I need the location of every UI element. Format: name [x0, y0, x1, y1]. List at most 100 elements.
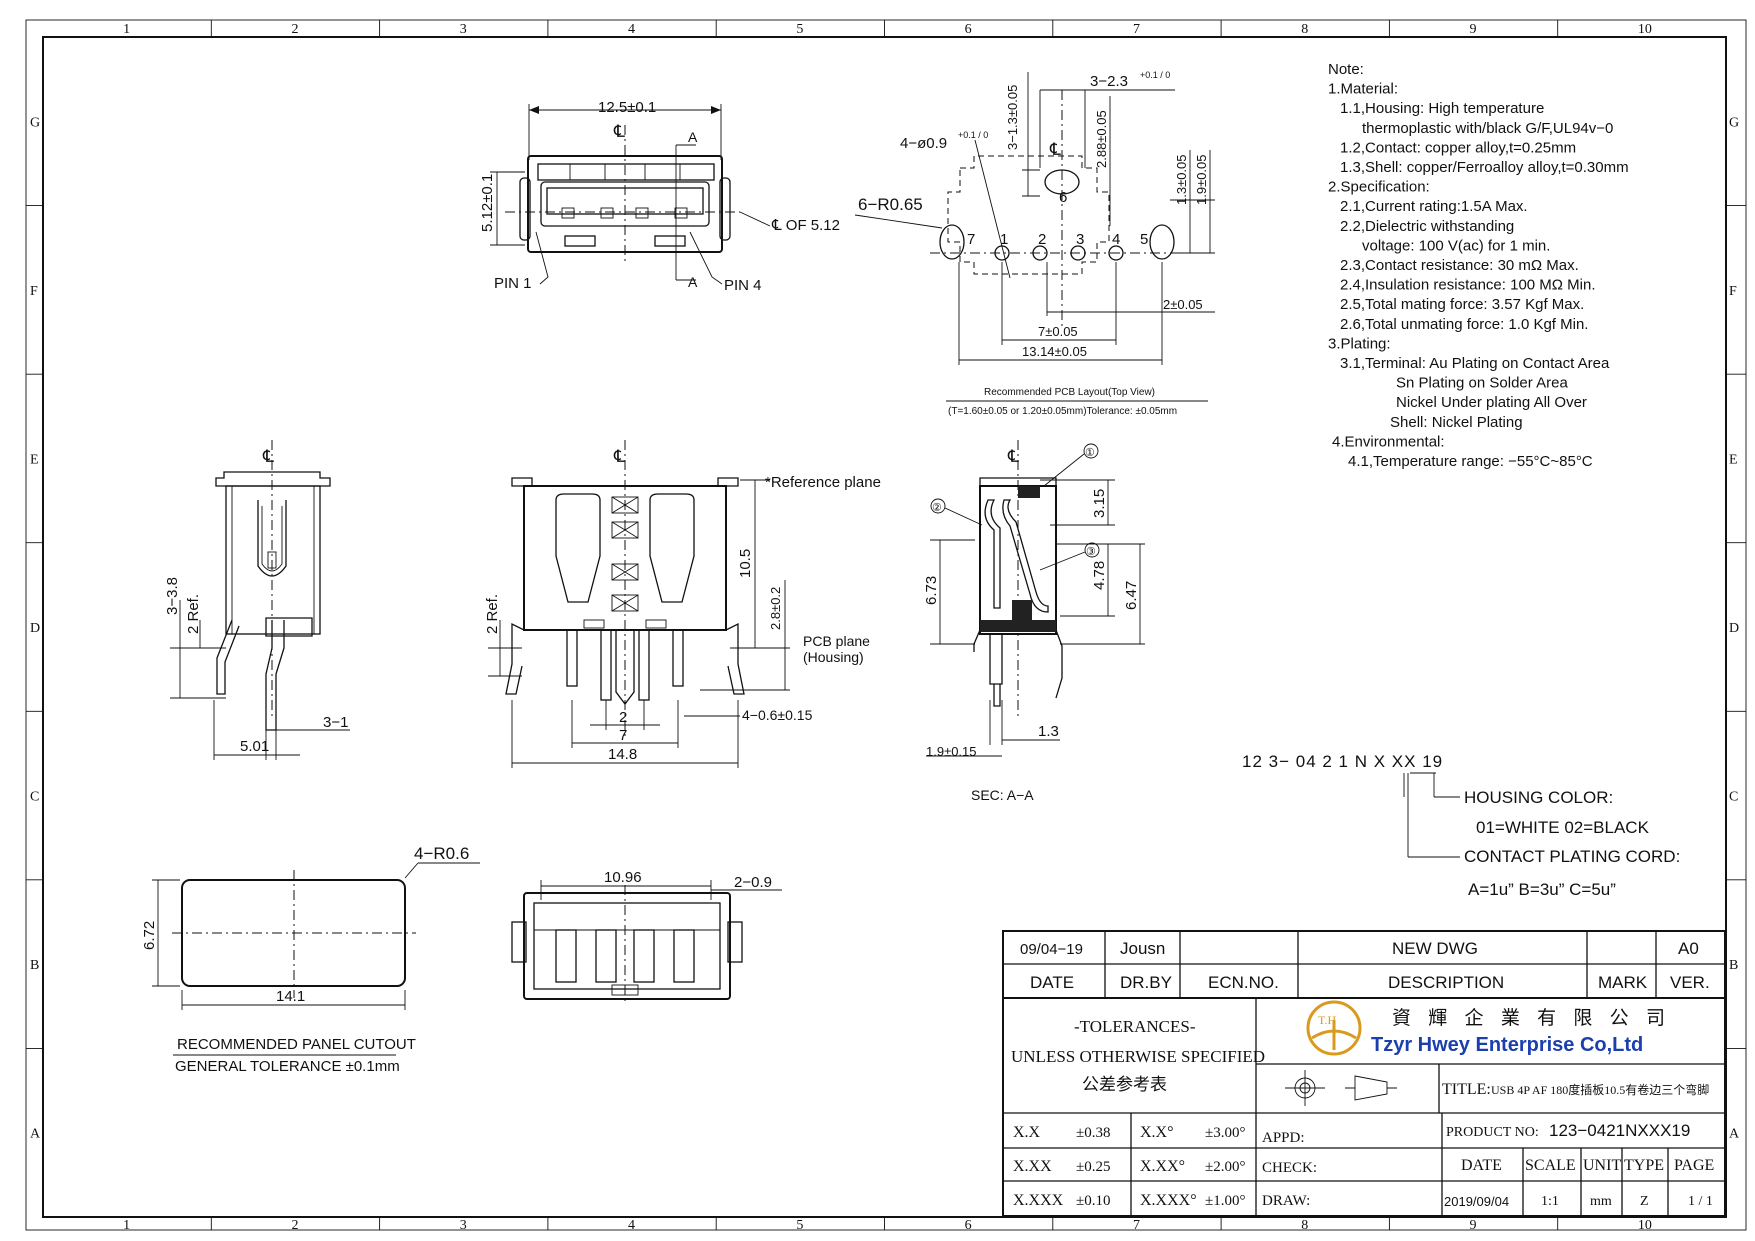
pcb-plane-label: PCB plane: [803, 633, 870, 649]
housing-color-label: HOUSING COLOR:: [1464, 788, 1613, 807]
zone-col-label: 10: [1638, 1218, 1652, 1233]
projection-symbol: [1285, 1070, 1397, 1106]
zone-row-label: B: [1729, 958, 1738, 973]
section-mark-bottom: A: [688, 274, 698, 290]
tolerances-sub: UNLESS OTHERWISE SPECIFIED: [1011, 1047, 1265, 1066]
panel-cutout: 4−R0.6 6.72 14.1 RECOMMENDED PANEL CUTOU…: [141, 844, 480, 1075]
note-line: 1.3,Shell: copper/Ferroalloy alloy,t=0.3…: [1340, 159, 1629, 176]
tolerances-cn: 公差参考表: [1082, 1075, 1167, 1094]
note-line: Sn Plating on Solder Area: [1396, 375, 1568, 392]
side-center-symbol: ℄: [262, 447, 274, 466]
centerline-note: ℄ OF 5.12: [771, 217, 840, 234]
product-no: 123−0421NXXX19: [1549, 1121, 1690, 1140]
top-view: 12.5±0.1 ℄ 5.12±0.1 ℄ OF 5.12 PIN 1 PIN …: [479, 99, 840, 294]
h-ecn: ECN.NO.: [1208, 973, 1279, 992]
contact-section: [611, 563, 639, 581]
logo-text: T.H: [1318, 1013, 1336, 1027]
h-desc: DESCRIPTION: [1388, 973, 1504, 992]
dim-3-1: 3−1: [323, 714, 348, 731]
zone-row-label: C: [1729, 790, 1738, 805]
contact-section: [611, 496, 639, 514]
dim-6-47: 6.47: [1123, 581, 1140, 610]
zone-col-label: 2: [291, 22, 298, 37]
dim-7: 7±0.05: [1038, 324, 1078, 339]
zone-col-label: 1: [123, 1218, 130, 1233]
contact-pad: [674, 207, 688, 219]
zone-col-label: 5: [796, 22, 803, 37]
tol-angle-value: ±1.00°: [1205, 1193, 1245, 1209]
panel-height: 6.72: [141, 921, 158, 950]
dim-6-73: 6.73: [923, 576, 940, 605]
h-mark: MARK: [1598, 973, 1648, 992]
pad-number: 7: [967, 231, 975, 248]
date-value: 2019/09/04: [1444, 1194, 1509, 1209]
title-block: 09/04−19 Jousn NEW DWG A0 DATE DR.BY ECN…: [1002, 930, 1726, 1217]
zone-col-label: 4: [628, 1218, 635, 1233]
panel-cutout-title: RECOMMENDED PANEL CUTOUT: [177, 1036, 416, 1053]
front-center-symbol: ℄: [613, 447, 625, 466]
zone-row-label: G: [30, 115, 40, 130]
zone-row-label: F: [30, 284, 38, 299]
note-line: 2.3,Contact resistance: 30 mΩ Max.: [1340, 257, 1579, 274]
pin: [638, 629, 650, 701]
front-view: ℄ *Reference plane 10.5 2.8±0.2 PCB plan…: [484, 440, 881, 768]
pin: [600, 629, 612, 701]
dim-2-8: 2.8±0.2: [768, 587, 783, 630]
plating-options: A=1u” B=3u” C=5u”: [1468, 880, 1616, 899]
panel-radius: 4−R0.6: [414, 844, 469, 863]
dim-14-8: 14.8: [608, 746, 637, 763]
section-label: SEC: A−A: [971, 787, 1034, 803]
dim-7: 7: [619, 727, 627, 744]
zone-col-label: 8: [1301, 1218, 1308, 1233]
width-dim: 12.5±0.1: [598, 99, 656, 116]
pin-dim: 4−0.6±0.15: [742, 707, 813, 723]
panel-width: 14.1: [276, 988, 305, 1005]
dim-3-15: 3.15: [1091, 489, 1108, 518]
pin4-label: PIN 4: [724, 277, 762, 294]
rev-date: 09/04−19: [1020, 941, 1083, 958]
pin: [672, 629, 684, 687]
h-page: PAGE: [1674, 1157, 1714, 1174]
hole-dim: 4−ø0.9: [900, 135, 947, 152]
zone-col-label: 7: [1133, 1218, 1140, 1233]
contact-slot: [595, 929, 617, 983]
scale-value: 1:1: [1541, 1194, 1559, 1209]
zone-col-label: 2: [291, 1218, 298, 1233]
dim-4-78: 4.78: [1091, 561, 1108, 590]
note-line: 2.1,Current rating:1.5A Max.: [1340, 198, 1528, 215]
slot-dim-a: 3−2.3: [1090, 73, 1128, 90]
tol-angle-format: X.XX°: [1140, 1158, 1185, 1175]
plating-label: CONTACT PLATING CORD:: [1464, 847, 1680, 866]
zone-row-label: B: [30, 958, 39, 973]
contact-pad: [600, 207, 614, 219]
h-drby: DR.BY: [1120, 973, 1172, 992]
dim-2: 2±0.05: [1163, 297, 1203, 312]
draw-label: DRAW:: [1262, 1193, 1310, 1209]
dim-10-5: 10.5: [737, 549, 754, 578]
pin1-label: PIN 1: [494, 275, 532, 292]
general-tolerance: GENERAL TOLERANCE ±0.1mm: [175, 1058, 400, 1075]
front-dim-2-ref: 2 Ref.: [484, 594, 501, 634]
title-label: TITLE:: [1442, 1081, 1491, 1098]
rev-desc: NEW DWG: [1392, 939, 1478, 958]
dim-13-14: 13.14±0.05: [1022, 344, 1087, 359]
zone-col-label: 4: [628, 22, 635, 37]
zone-col-label: 1: [123, 22, 130, 37]
check-label: CHECK:: [1262, 1160, 1317, 1176]
contact-section: [611, 521, 639, 539]
height-dim: 5.12±0.1: [479, 174, 496, 232]
zone-col-label: 3: [460, 1218, 467, 1233]
part-code-string: 12 3− 04 2 1 N X XX 19: [1242, 752, 1443, 771]
h-unit: UNIT: [1583, 1157, 1621, 1174]
section-center-symbol: ℄: [1007, 447, 1019, 466]
rev-ver: A0: [1678, 939, 1699, 958]
contact-slot: [633, 929, 655, 983]
pad-number: 2: [1038, 231, 1046, 248]
note-line: 4.Environmental:: [1332, 433, 1445, 450]
slot-dim-b: 3−1.3±0.05: [1005, 85, 1020, 150]
zone-row-label: F: [1729, 284, 1737, 299]
radius-dim: 6−R0.65: [858, 195, 923, 214]
dim-1-3: 1.3: [1038, 723, 1059, 740]
tol-angle-format: X.XXX°: [1140, 1192, 1197, 1209]
type-value: Z: [1640, 1194, 1649, 1209]
